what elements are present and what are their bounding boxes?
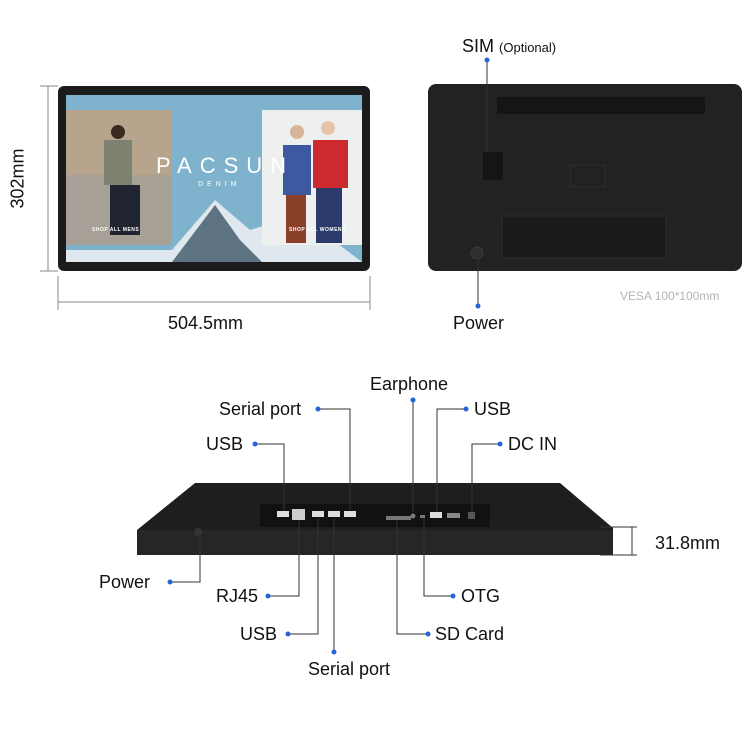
screen-sub-text: DENIM: [198, 181, 241, 188]
sim-label: SIM (Optional): [462, 36, 557, 56]
callout-dots: [167, 57, 503, 655]
height-dimension-label: 302mm: [7, 148, 28, 209]
front-dimension-lines: [40, 85, 371, 310]
back-view-device: [428, 84, 742, 271]
thickness-label: 31.8mm: [655, 533, 721, 553]
power-button: [470, 246, 484, 260]
callout-lines: [170, 400, 637, 652]
bottom-power-label: Power: [99, 572, 151, 592]
dc-in-label: DC IN: [508, 434, 557, 454]
usb-bottom-label: USB: [240, 624, 278, 644]
screen-left-cta: SHOP ALL MENS: [92, 227, 140, 233]
front-view-device: [58, 86, 370, 271]
rj45-label: RJ45: [216, 586, 259, 606]
serial-port-top-label: Serial port: [219, 399, 302, 419]
earphone-label: Earphone: [370, 374, 449, 394]
width-dimension-label: 504.5mm: [168, 313, 244, 333]
screen-brand-text: PACSUN: [156, 153, 295, 178]
sd-card-label: SD Card: [435, 624, 505, 644]
back-power-label: Power: [453, 313, 505, 333]
vesa-label: VESA 100*100mm: [620, 289, 720, 303]
serial-port-bottom-label: Serial port: [308, 659, 391, 679]
bottom-view-device: [137, 483, 613, 555]
otg-label: OTG: [461, 586, 500, 606]
usb-top-right-label: USB: [474, 399, 512, 419]
screen-right-cta: SHOP ALL WOMENS: [289, 227, 346, 233]
usb-top-left-label: USB: [206, 434, 244, 454]
sim-note: (Optional): [499, 40, 557, 55]
